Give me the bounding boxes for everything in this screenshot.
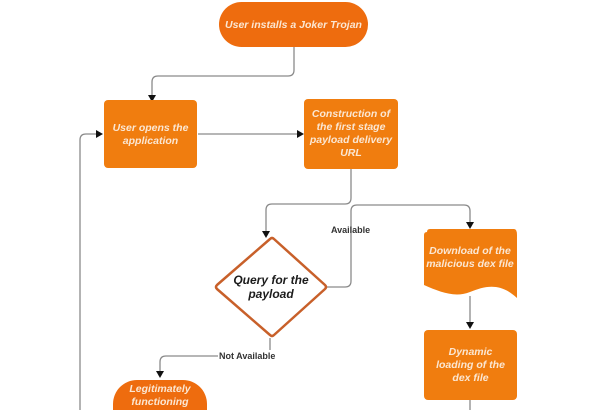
node-start-label: User installs a Joker Trojan [225,19,362,31]
edge-label-not-available: Not Available [219,351,275,361]
node-dynamic-loading[interactable]: Dynamic loading of the dex file [424,330,517,400]
node-download-dex-line-2: malicious dex file [426,258,514,270]
edge-start-to-open-app [151,46,295,96]
node-download-dex-line-1: Download of the [429,245,511,257]
node-open-app-line-1: User opens the [113,122,189,134]
node-open-app-line-2: application [123,135,178,147]
arrowhead-icon [297,130,304,138]
arrowhead-icon [96,130,103,138]
node-construct-url-line-2: the first stage [317,121,386,133]
arrowhead-icon [466,322,474,329]
node-start[interactable]: User installs a Joker Trojan [219,2,368,47]
node-dynamic-loading-line-1: Dynamic [449,346,493,358]
edge-legit-loop-to-open-app [79,133,97,410]
edge-label-available: Available [331,225,370,235]
node-dynamic-loading-line-2: loading of the [436,359,505,371]
edge-query-to-legit-not-available [159,338,271,372]
node-legit-functioning[interactable]: Legitimately functioning [113,380,207,410]
node-open-app[interactable]: User opens the application [104,100,197,168]
arrowhead-icon [156,371,164,378]
node-construct-url-line-4: URL [340,147,362,159]
arrowhead-icon [262,231,270,238]
node-query-payload-line-1: Query for the [233,273,309,287]
node-construct-url-line-3: payload delivery [309,134,393,146]
node-legit-functioning-line-1: Legitimately [129,383,191,395]
node-query-payload[interactable]: Query for the payload [214,236,328,338]
node-construct-url[interactable]: Construction of the first stage payload … [304,99,398,169]
node-construct-url-line-1: Construction of [312,108,392,120]
edge-label-bg [218,350,276,362]
edge-construct-url-to-query [265,169,352,232]
edge-query-to-download-available [327,204,471,288]
node-download-dex[interactable]: Download of the malicious dex file [424,229,517,298]
edges [79,46,474,410]
arrowhead-icon [148,95,156,102]
node-query-payload-line-2: payload [247,287,294,301]
arrowhead-icon [466,222,474,229]
node-legit-functioning-line-2: functioning [131,396,189,408]
node-dynamic-loading-line-3: dex file [452,372,488,384]
